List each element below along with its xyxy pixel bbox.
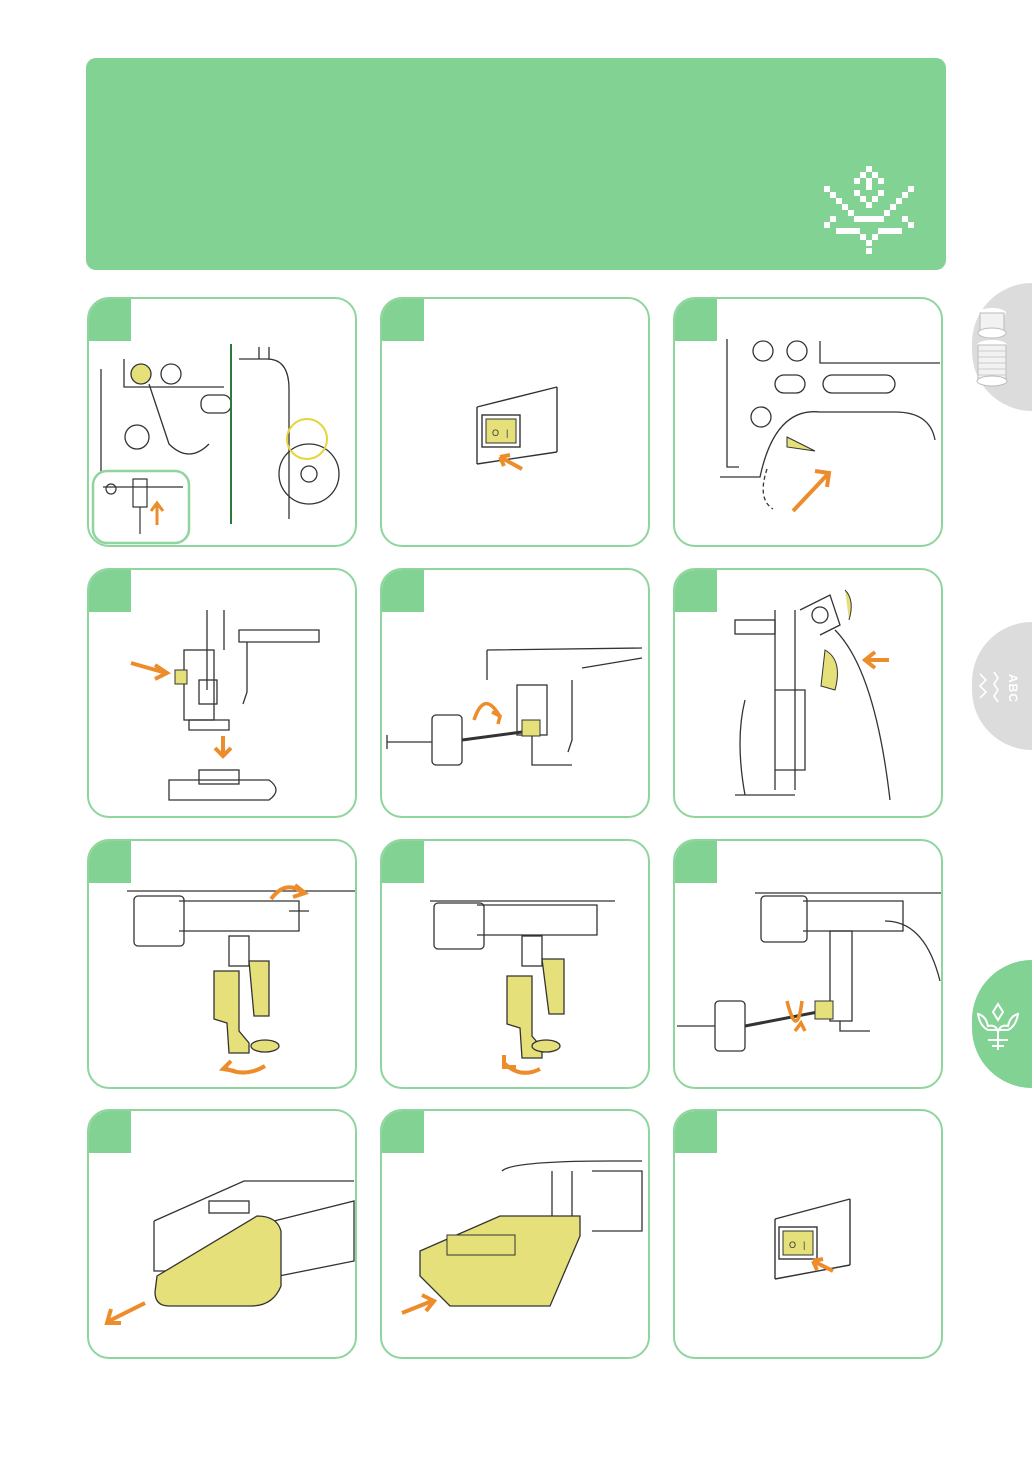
embroidery-foot-attach-illustration-icon <box>89 841 357 1089</box>
presser-foot-lever-raise-illustration-icon <box>675 299 943 547</box>
header-banner <box>86 58 946 270</box>
foot-holder-remove-illustration-icon <box>675 570 943 818</box>
embroidery-unit-attach-illustration-icon <box>382 1111 650 1359</box>
embroidery-foot-position-illustration-icon <box>382 841 650 1089</box>
screwdriver-tighten-screw-illustration-icon <box>675 841 943 1089</box>
step-card-8 <box>380 839 650 1089</box>
step-card-2: O | <box>380 297 650 547</box>
svg-text:O: O <box>789 1240 796 1250</box>
step-card-5 <box>380 568 650 818</box>
side-tab-thread[interactable] <box>972 283 1032 411</box>
needle-position-button-illustration-icon <box>89 299 357 547</box>
lotus-cross-stitch-icon <box>820 164 920 256</box>
stitch-letters-label: ABC <box>1006 674 1020 703</box>
step-card-4 <box>87 568 357 818</box>
step-card-11 <box>380 1109 650 1359</box>
screwdriver-loosen-screw-illustration-icon <box>382 570 650 818</box>
step-card-10 <box>87 1109 357 1359</box>
step-card-12: O | <box>673 1109 943 1359</box>
svg-text:|: | <box>803 1240 805 1250</box>
thread-spool-icon <box>972 283 1032 411</box>
step-card-3 <box>673 297 943 547</box>
flatbed-attachment-remove-illustration-icon <box>89 1111 357 1359</box>
power-switch-on-illustration-icon: O | <box>675 1111 943 1359</box>
step-card-1 <box>87 297 357 547</box>
presser-foot-remove-illustration-icon <box>89 570 357 818</box>
lotus-embroidery-icon <box>972 960 1032 1088</box>
side-tab-embroidery[interactable] <box>972 960 1032 1088</box>
side-tab-stitches[interactable]: ABC <box>972 622 1032 750</box>
step-card-6 <box>673 568 943 818</box>
power-switch-off-illustration-icon: O | <box>382 299 650 547</box>
svg-text:O: O <box>492 428 499 438</box>
svg-text:|: | <box>506 428 508 438</box>
step-card-9 <box>673 839 943 1089</box>
stitch-letters-icon <box>972 622 1032 750</box>
step-card-7 <box>87 839 357 1089</box>
